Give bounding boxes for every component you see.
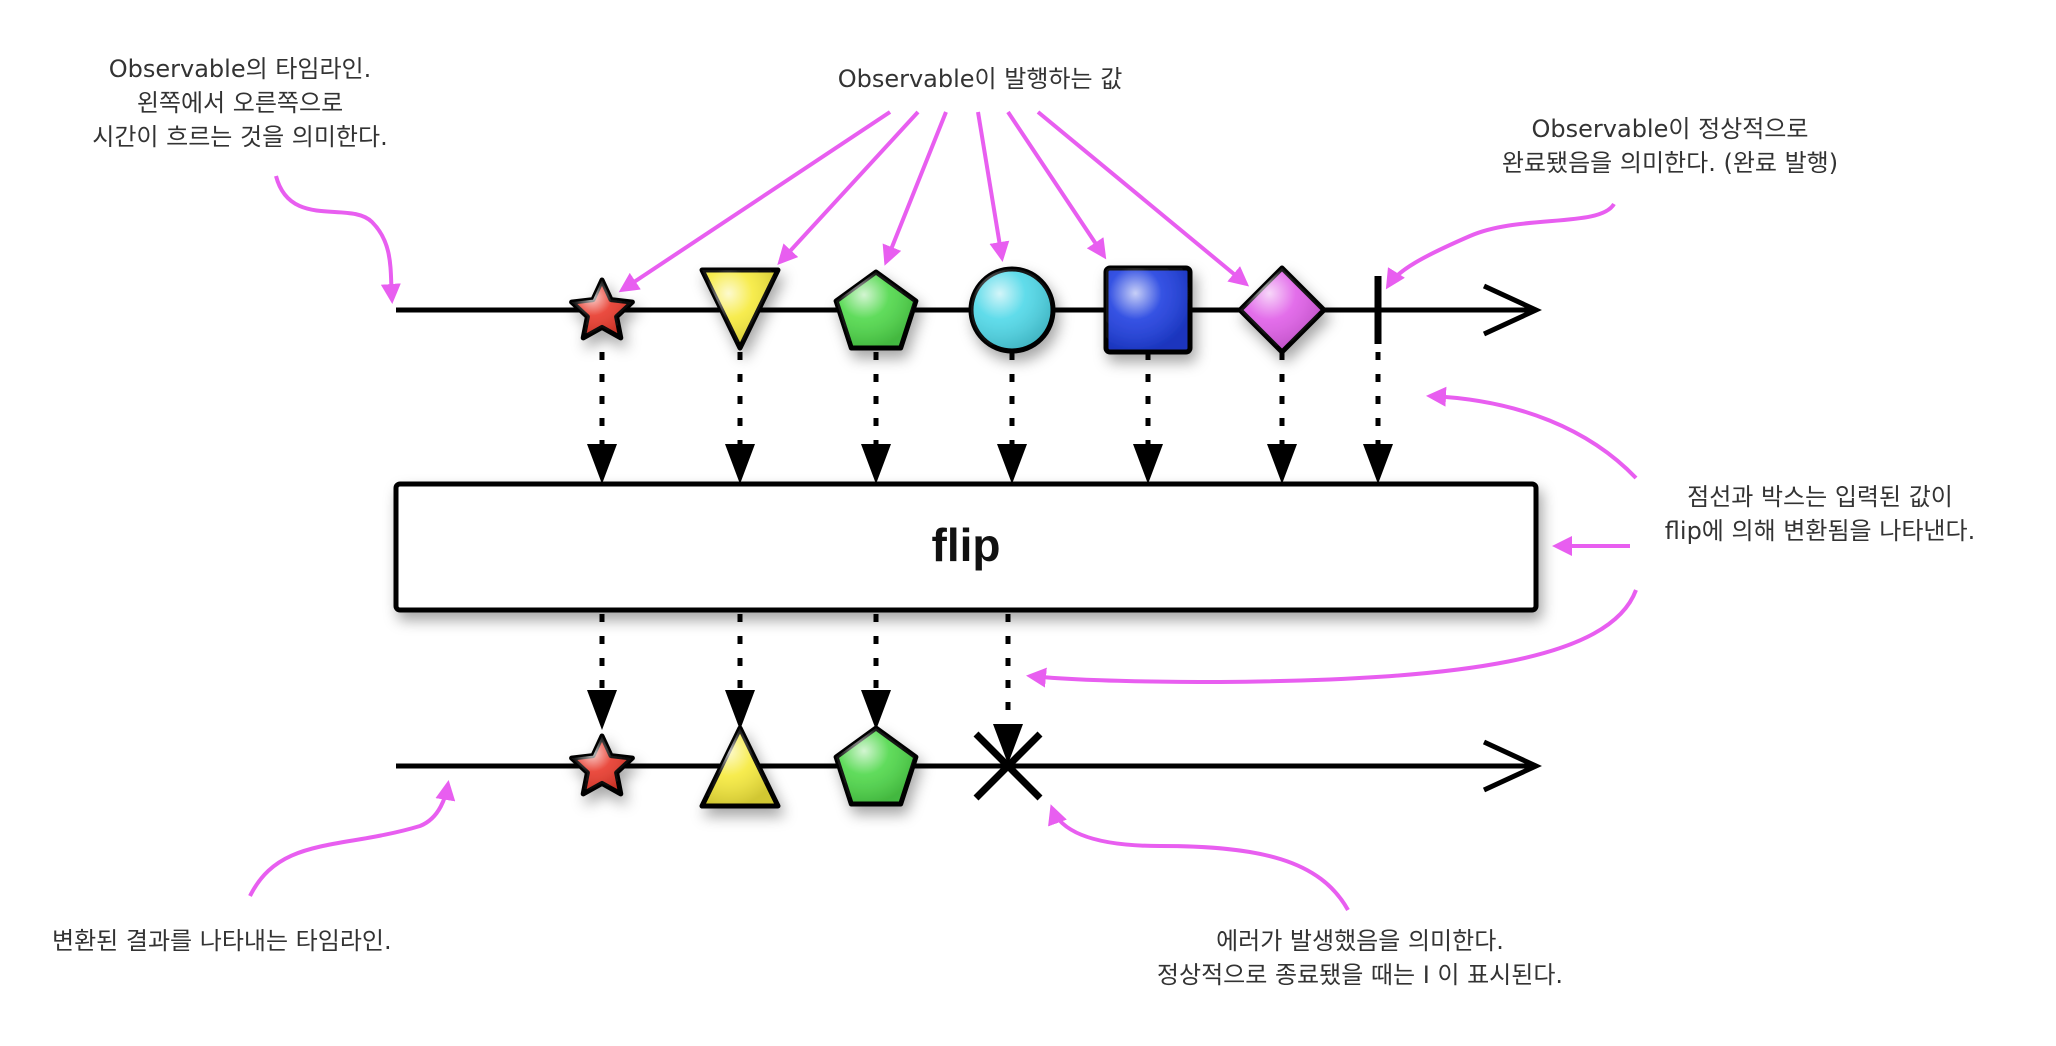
result-annotation-arrow [248,780,456,897]
dotted-arrow-out-2 [725,614,755,730]
dotted-arrow-in-3 [861,352,891,484]
timeline-annotation-line-1: Observable의 타임라인. [108,55,372,83]
dotted-transform-arrows [587,352,1393,764]
operator-annotation-arrow-lower [1026,589,1638,688]
emitted-arrow-pentagon [882,111,948,266]
error-annotation-arrow [1048,804,1350,911]
timeline-annotation: Observable의 타임라인. 왼쪽에서 오른쪽으로 시간이 흐르는 것을 … [40,52,440,154]
output-star-marble [569,733,635,797]
dotted-arrow-in-2 [725,352,755,484]
annotation-arrows [248,110,1638,911]
output-triangle-up-marble [699,725,781,809]
dotted-arrow-out-3 [861,614,891,730]
dotted-arrow-in-7 [1363,352,1393,484]
input-square-marble [1103,265,1193,355]
operator-annotation-arrow-dotted [1426,386,1638,480]
timeline-annotation-arrow [274,175,401,304]
dotted-arrow-in-1 [587,352,617,484]
operator-annotation-line-1: 점선과 박스는 입력된 값이 [1687,483,1953,511]
timeline-annotation-line-2: 왼쪽에서 오른쪽으로 [136,89,344,117]
input-timeline [396,283,1542,337]
input-items [569,265,1327,355]
error-annotation-line-1: 에러가 발생했음을 의미한다. [1216,927,1504,955]
output-pentagon-marble [833,725,919,807]
dotted-arrow-in-4 [997,352,1027,484]
error-annotation: 에러가 발생했음을 의미한다. 정상적으로 종료됐을 때는 I 이 표시된다. [1110,924,1610,992]
dotted-arrow-out-4 [993,614,1023,764]
emitted-arrow-circle [976,111,1010,262]
output-timeline [396,739,1542,793]
input-pentagon-marble [833,269,919,351]
timeline-annotation-line-3: 시간이 흐르는 것을 의미한다. [92,123,388,151]
error-marker-icon [973,731,1043,801]
emitted-items-annotation: Observable이 발행하는 값 [760,62,1200,96]
result-timeline-annotation-line-1: 변환된 결과를 나타내는 타임라인. [52,927,392,955]
input-triangle-down-marble [699,267,781,351]
input-circle-marble [968,266,1056,354]
dotted-arrow-out-1 [587,614,617,730]
operator-annotation: 점선과 박스는 입력된 값이 flip에 의해 변환됨을 나타낸다. [1610,480,2030,548]
completion-annotation-line-2: 완료됐음을 의미한다. (완료 발행) [1501,149,1839,177]
emitted-items-annotation-line-1: Observable이 발행하는 값 [837,65,1123,93]
operator-annotation-line-2: flip에 의해 변환됨을 나타낸다. [1664,517,1976,545]
input-diamond-marble [1237,265,1327,355]
completion-annotation: Observable이 정상적으로 완료됐음을 의미한다. (완료 발행) [1420,112,1920,180]
input-star-marble [569,277,635,341]
emitted-arrow-diamond [1036,110,1250,287]
result-timeline-annotation: 변환된 결과를 나타내는 타임라인. [52,924,492,958]
output-items [569,725,919,809]
emitted-arrow-square [1006,110,1107,260]
emitted-arrow-triangle [777,110,920,265]
operator-box [393,481,1539,613]
completion-annotation-arrow [1385,202,1616,290]
dotted-arrow-in-6 [1267,352,1297,484]
completion-annotation-line-1: Observable이 정상적으로 [1531,115,1809,143]
dotted-arrow-in-5 [1133,352,1163,484]
error-annotation-line-2: 정상적으로 종료됐을 때는 I 이 표시된다. [1156,961,1564,989]
operator-label: flip [931,519,1001,571]
emitted-arrow-star [618,110,892,293]
